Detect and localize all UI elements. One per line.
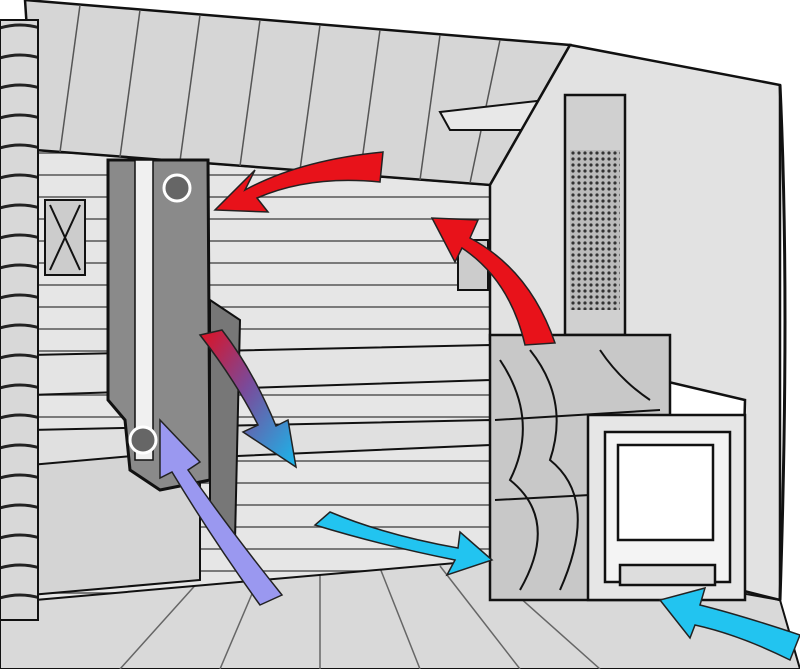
vent-hole-top	[162, 173, 192, 203]
stove-door-window	[616, 443, 715, 542]
vent-panel	[106, 158, 242, 543]
ash-drawer	[618, 563, 717, 587]
wall-lamp-left	[44, 199, 86, 276]
left-log-wall	[0, 19, 39, 621]
hot-air-ceiling-arrow	[213, 151, 384, 213]
air-cooling-arrow	[198, 329, 298, 469]
floor-planks	[119, 565, 601, 669]
hot-air-rising-arrow	[430, 217, 557, 346]
vent-hole-bottom	[128, 425, 158, 455]
sauna-stove	[488, 93, 747, 602]
fresh-air-intake-arrow	[658, 586, 800, 662]
cool-air-to-stove-arrow	[313, 511, 494, 577]
return-air-arrow	[159, 418, 284, 606]
